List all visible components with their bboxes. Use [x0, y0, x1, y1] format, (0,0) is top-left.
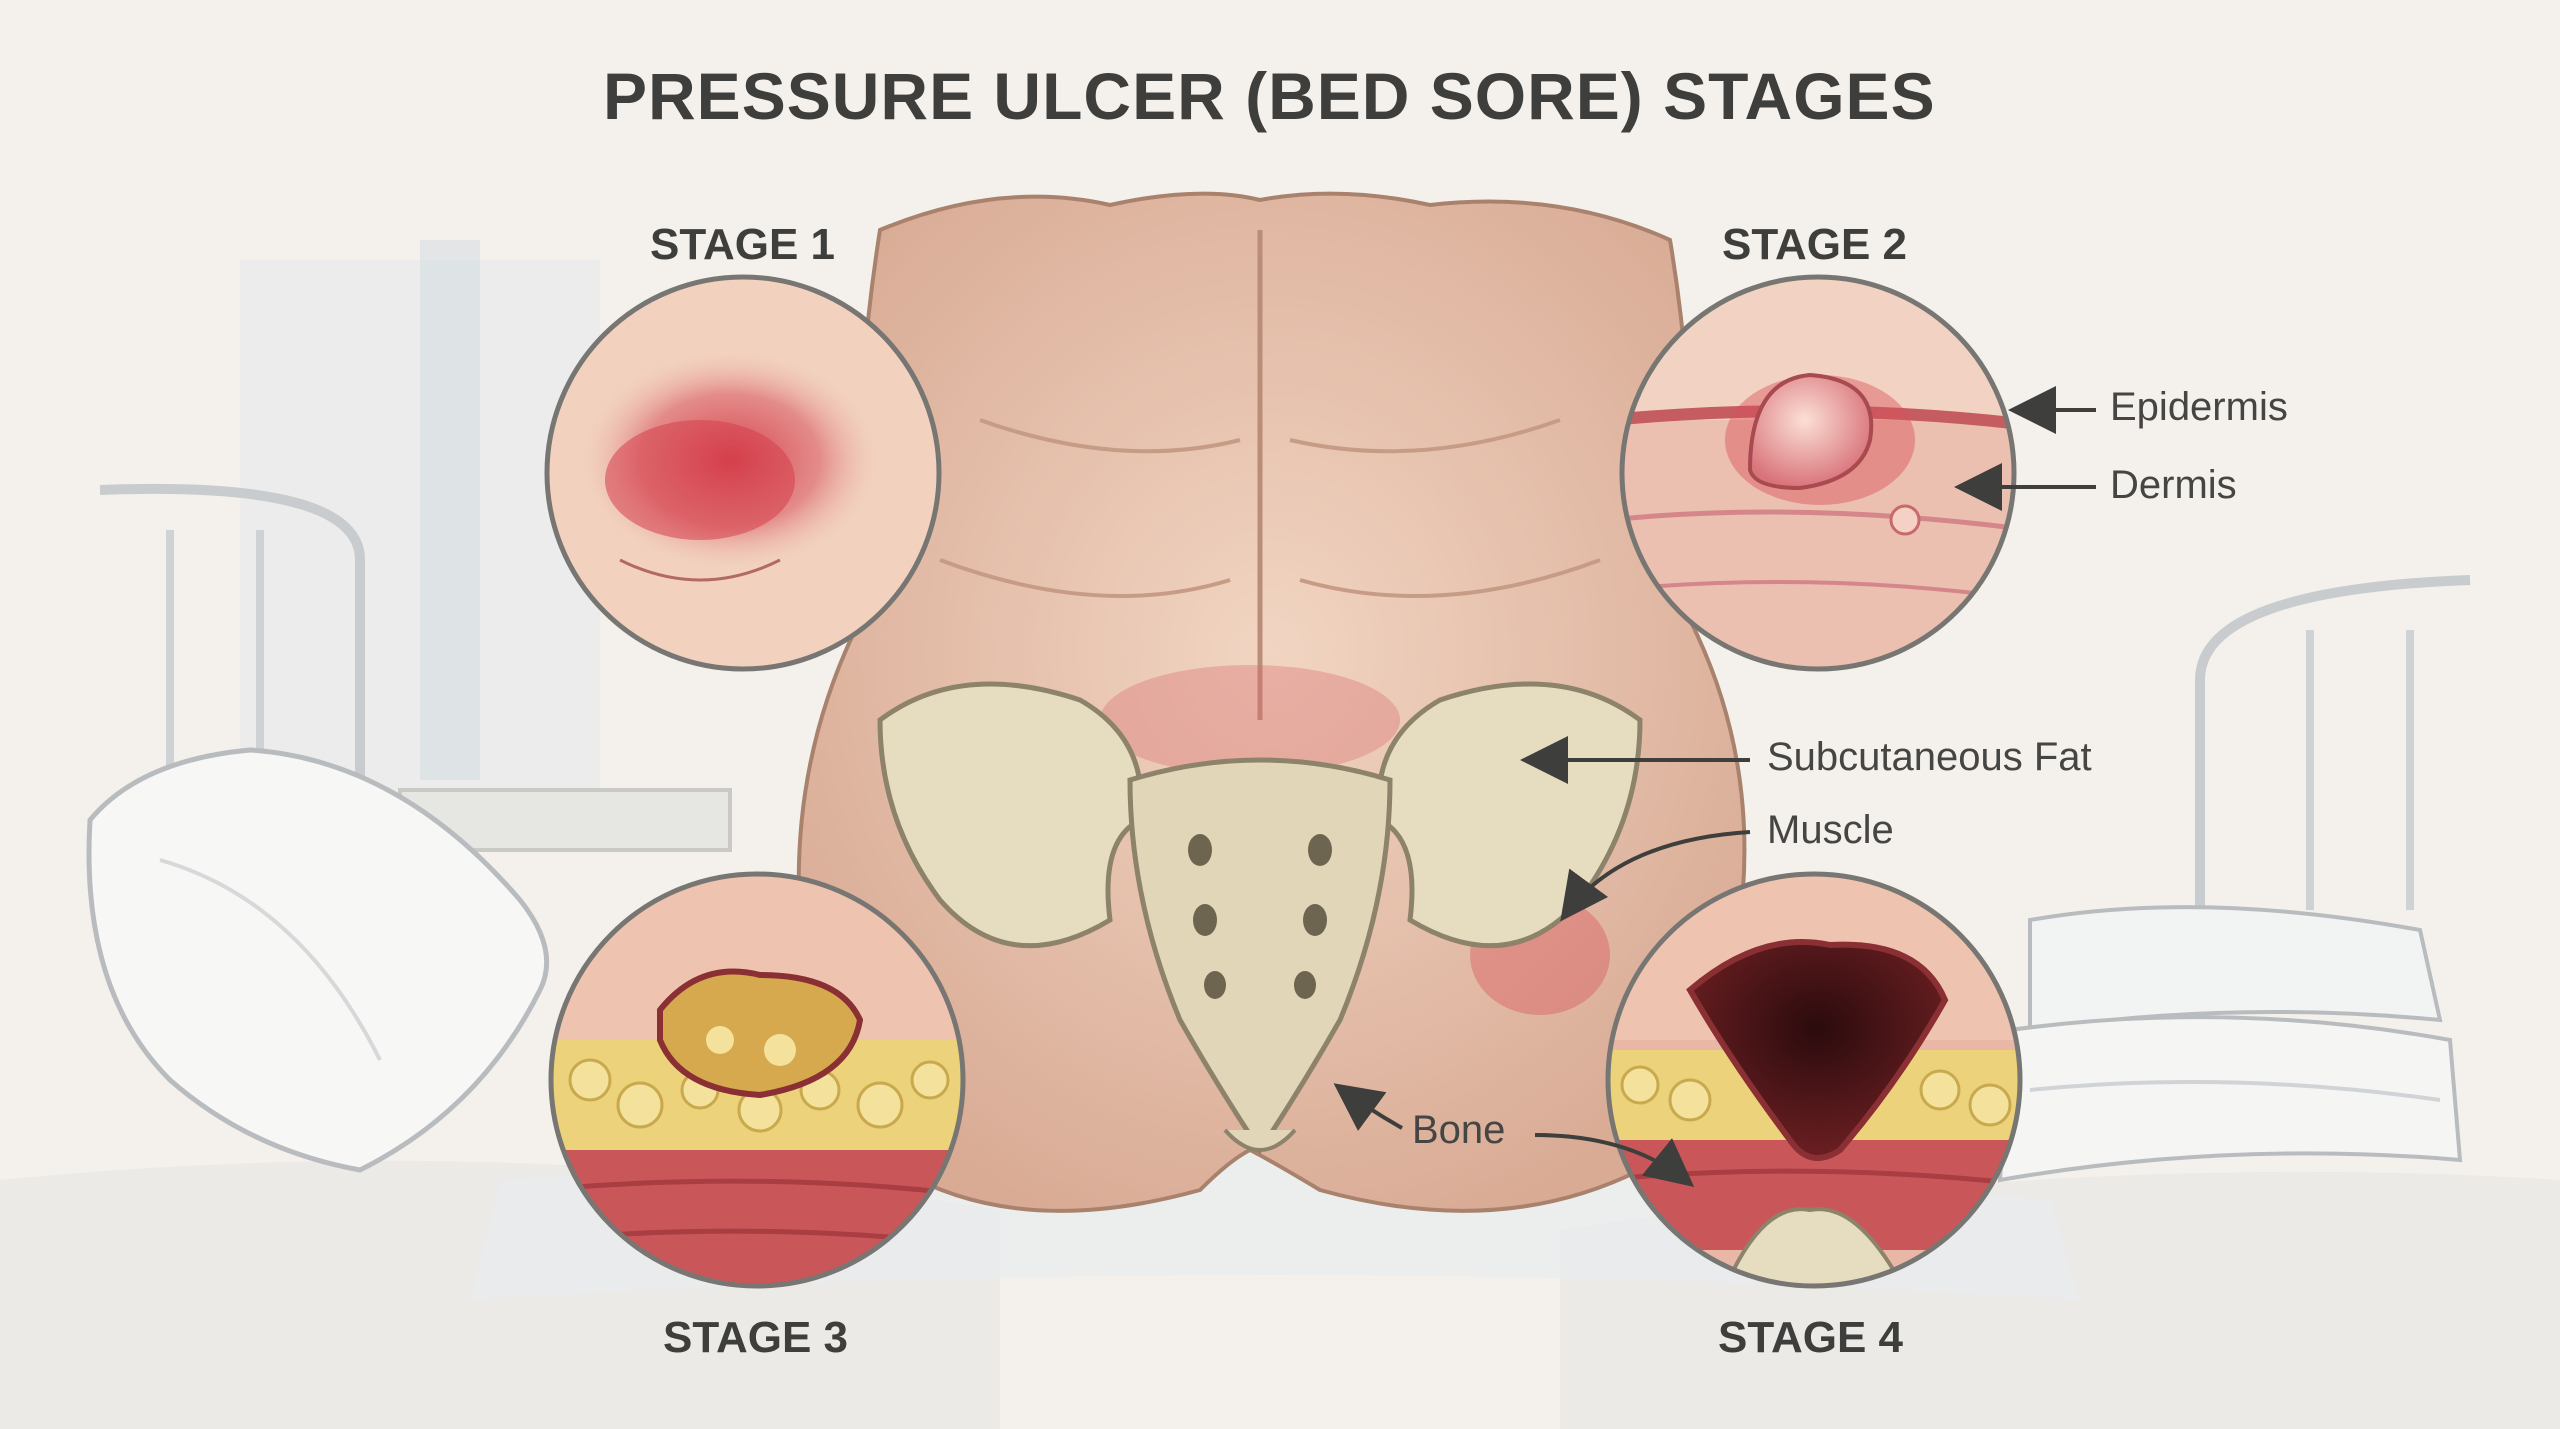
dermis-label: Dermis	[2110, 463, 2237, 508]
stage-4-label: STAGE 4	[1718, 1313, 1903, 1363]
diagram-title: PRESSURE ULCER (BED SORE) STAGES	[603, 58, 1936, 134]
epidermis-label: Epidermis	[2110, 385, 2288, 430]
folded-towels	[2000, 907, 2460, 1180]
stage-3-label: STAGE 3	[663, 1313, 848, 1363]
subcutaneous-fat-label: Subcutaneous Fat	[1767, 735, 2092, 780]
stage-1-label: STAGE 1	[650, 220, 835, 270]
stage-2-label: STAGE 2	[1722, 220, 1907, 270]
bone-label: Bone	[1412, 1108, 1505, 1153]
muscle-label: Muscle	[1767, 808, 1894, 853]
